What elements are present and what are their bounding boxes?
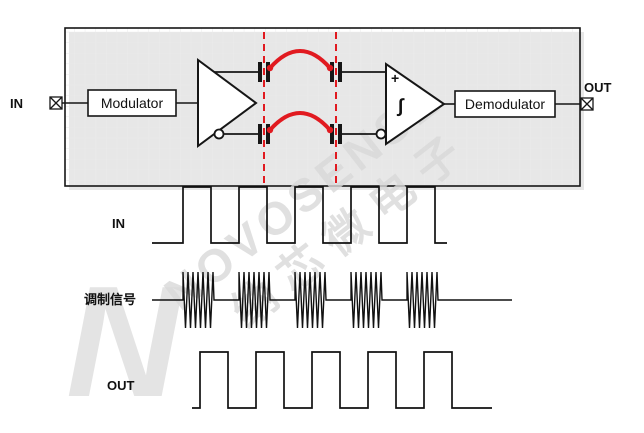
arc-end-dot: [326, 64, 334, 72]
modulator-label: Modulator: [101, 95, 164, 111]
arc-end-dot: [266, 64, 274, 72]
circuit-elements: IN Modulator: [10, 58, 612, 148]
in-port-x: [49, 96, 63, 110]
coupling-arc-top: [268, 49, 332, 70]
driver-amplifier: [197, 58, 258, 148]
driver-inverting-bubble: [213, 128, 225, 140]
receiver-comparator: [385, 62, 446, 146]
schmitt-trigger-symbol: ∫: [396, 96, 405, 117]
in-port-label: IN: [10, 96, 23, 111]
capacitor-bottom-left: [258, 124, 270, 144]
out-waveform-label: OUT: [107, 378, 135, 393]
out-waveform: [192, 351, 492, 409]
plus-input-label: +: [391, 70, 399, 86]
capacitor-top-left: [258, 62, 270, 82]
in-waveform: [152, 186, 447, 244]
out-port-icon: [580, 97, 594, 111]
out-port-x: [580, 97, 594, 111]
in-waveform-label: IN: [112, 216, 125, 231]
receiver-inverting-bubble: [375, 128, 387, 140]
isolation-barrier: [263, 32, 337, 183]
out-port-label: OUT: [584, 80, 612, 95]
arc-end-dot: [266, 126, 274, 134]
in-port-icon: [49, 96, 63, 110]
waveform-traces: [152, 186, 512, 409]
watermark-letter-n: N: [66, 254, 183, 430]
coupling-arc-bottom: [268, 111, 332, 132]
mod-waveform-label: 调制信号: [84, 292, 136, 307]
modulated-waveform: [152, 271, 512, 329]
arc-end-dot: [326, 126, 334, 134]
modulator-box: [87, 89, 177, 117]
demodulator-label: Demodulator: [465, 96, 545, 112]
